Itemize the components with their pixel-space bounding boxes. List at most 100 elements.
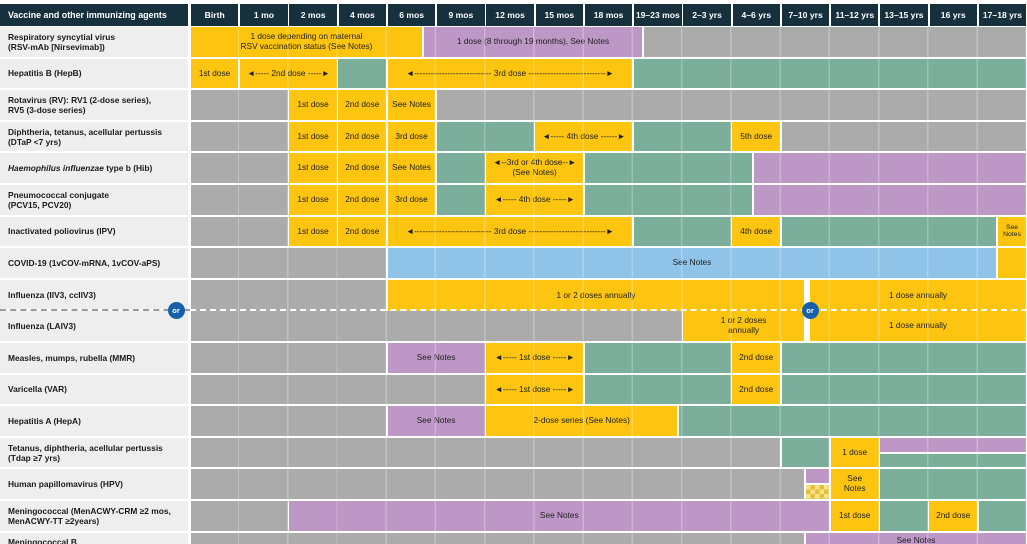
age-column-header: 11–12 yrs [831, 4, 879, 26]
dose-segment-text: 2nd dose [338, 122, 386, 152]
dose-segment-text: 1 or 2 doses annually [388, 280, 805, 312]
dose-segment-dtap-yellow: 5th dose [732, 121, 781, 152]
dose-segment-var-yellow: 2nd dose [732, 374, 781, 405]
dose-segment-tdap-yellow: 1 dose [830, 437, 879, 468]
dose-segment-mmr-yellow: ◄----- 1st dose -----► [486, 343, 584, 373]
row-label: COVID-19 (1vCOV-mRNA, 1vCOV-aPS) [0, 248, 188, 278]
text-line: 1 or 2 doses annually [556, 289, 636, 300]
dose-segment-tdap-split_pg [880, 437, 1027, 468]
dose-segment-text: 1 dose annually [810, 311, 1027, 341]
dose-segment-menacwy-green [880, 501, 928, 531]
text-line: 1 or 2 doses [720, 315, 767, 326]
text-line: 2nd dose [345, 162, 380, 173]
row-label-line: Haemophilus influenzae type b (Hib) [8, 163, 184, 173]
text-line: 1st dose [297, 130, 329, 141]
dose-segment-mmr-green [584, 343, 731, 373]
dose-segment-menacwy-yellow: 2nd dose [929, 501, 978, 531]
dose-segment-text: See Notes [388, 153, 436, 183]
row-label-line: Tetanus, diphtheria, acellular pertussis [8, 442, 163, 453]
dose-segment-hepb-yellow: 1st dose [190, 58, 239, 89]
text-line: See Notes [392, 99, 431, 110]
text-line: (See Notes) [512, 167, 557, 178]
dose-segment-text: ◄----- 4th dose ------► [535, 122, 632, 152]
dose-segment-ipv-yellow: 2nd dose [338, 216, 387, 247]
text-line: 2nd dose [739, 383, 774, 394]
dose-segment-hib-purple [753, 153, 1027, 183]
dose-segment-pcv-green [584, 185, 753, 215]
dose-segment-mmr-green [781, 343, 1027, 373]
text-line: 2-dose series (See Notes) [533, 415, 630, 426]
dose-segment-text: 1st dose [289, 90, 337, 120]
dose-segment-text: ◄----- 1st dose -----► [486, 375, 583, 405]
text-line: 1st dose [198, 67, 231, 78]
dose-segment-flu_iiv3-yellow: 1 or 2 doses annually [387, 279, 805, 312]
dose-segment-rsv-gray [643, 27, 1027, 57]
dose-segment-text: 1 dose annually [810, 280, 1027, 312]
dose-segment-hepa-gray [190, 406, 387, 436]
vaccine-row: Tetanus, diphtheria, acellular pertussis… [0, 437, 1027, 468]
dose-segment-tdap-green [781, 437, 830, 468]
text-line: Notes [1003, 231, 1021, 239]
dose-segment-text: See Notes [388, 248, 997, 278]
dose-segment-ipv-yellow: ◄---------------------------- 3rd dose -… [387, 216, 633, 247]
or-badge: or [801, 302, 819, 319]
text-line: 1 dose (8 through 19 months), See Notes [456, 35, 610, 46]
text-line: 2nd dose [345, 99, 380, 110]
dose-segment-ipv-green [781, 216, 997, 247]
row-label: Diphtheria, tetanus, acellular pertussis… [0, 121, 188, 152]
catch-up-half [880, 453, 1027, 468]
text-line: ◄---------------------------- 3rd dose -… [405, 225, 614, 236]
row-label: Respiratory syncytial virus(RSV-mAb [Nir… [0, 27, 188, 57]
text-line: ◄----- 1st dose -----► [494, 351, 575, 362]
or-divider-dash-left [0, 309, 190, 311]
vaccine-row: Meningococcal B See Notes [0, 532, 1027, 544]
text-line: 1st dose [297, 162, 329, 173]
vaccine-row: Varicella (VAR)◄----- 1st dose -----►2nd… [0, 374, 1027, 405]
age-column-header: 19–23 mos [634, 4, 682, 26]
dose-segment-text: See Notes [388, 343, 485, 373]
row-label: Meningococcal B [0, 532, 188, 544]
row-label-line: Human papillomavirus (HPV) [8, 479, 123, 490]
dose-segment-dtap-yellow: ◄----- 4th dose ------► [535, 121, 633, 152]
text-line: (Tdap ≥7 yrs) [8, 452, 61, 463]
dose-segment-menacwy-purple: See Notes [289, 501, 830, 531]
text-line: 1 dose [842, 446, 868, 457]
dose-segment-text: See Notes [388, 406, 485, 436]
text-line: ◄----- 1st dose -----► [494, 383, 575, 394]
text-line: See Notes [896, 534, 936, 544]
dose-segment-hepb-yellow: ◄---------------------------- 3rd dose -… [387, 58, 633, 89]
dose-segment-hepb-green [338, 58, 387, 89]
dose-segment-tdap-gray [190, 437, 781, 468]
dose-segment-hib-green [436, 153, 485, 183]
text-line: 5th dose [740, 130, 773, 141]
dose-segment-text: ◄---------------------------- 3rd dose -… [388, 59, 633, 89]
dose-segment-pcv-gray [190, 185, 288, 215]
text-line: 2nd dose [345, 225, 380, 236]
dose-segment-covid-gray [190, 248, 387, 278]
dose-segment-text: 2nd dose [338, 217, 386, 247]
row-label-line: Pneumococcal conjugate [8, 189, 109, 200]
or-badge: or [167, 302, 185, 319]
text-line: See Notes [392, 162, 431, 173]
row-label-line: COVID-19 (1vCOV-mRNA, 1vCOV-aPS) [8, 257, 161, 268]
dose-segment-hepa-green [678, 406, 1027, 436]
row-label-line: Hepatitis A (HepA) [8, 415, 81, 426]
text-line: 3rd dose [395, 193, 428, 204]
dose-segment-ipv-yellow: 4th dose [732, 216, 781, 247]
text-line: ◄---------------------------- 3rd dose -… [405, 67, 614, 78]
age-column-header: 16 yrs [929, 4, 977, 26]
text-line: 1st dose [297, 193, 329, 204]
dose-segment-text: 1 dose (8 through 19 months), See Notes [424, 27, 643, 57]
dose-segment-text: ◄----- 4th dose -----► [486, 185, 583, 215]
text-line: 3rd dose [395, 130, 428, 141]
dose-segment-hepa-purple: See Notes [387, 406, 485, 436]
dose-segment-rv-gray [436, 90, 1027, 120]
dose-segment-text: See Notes [388, 90, 436, 120]
text-line: See Notes [672, 257, 712, 268]
